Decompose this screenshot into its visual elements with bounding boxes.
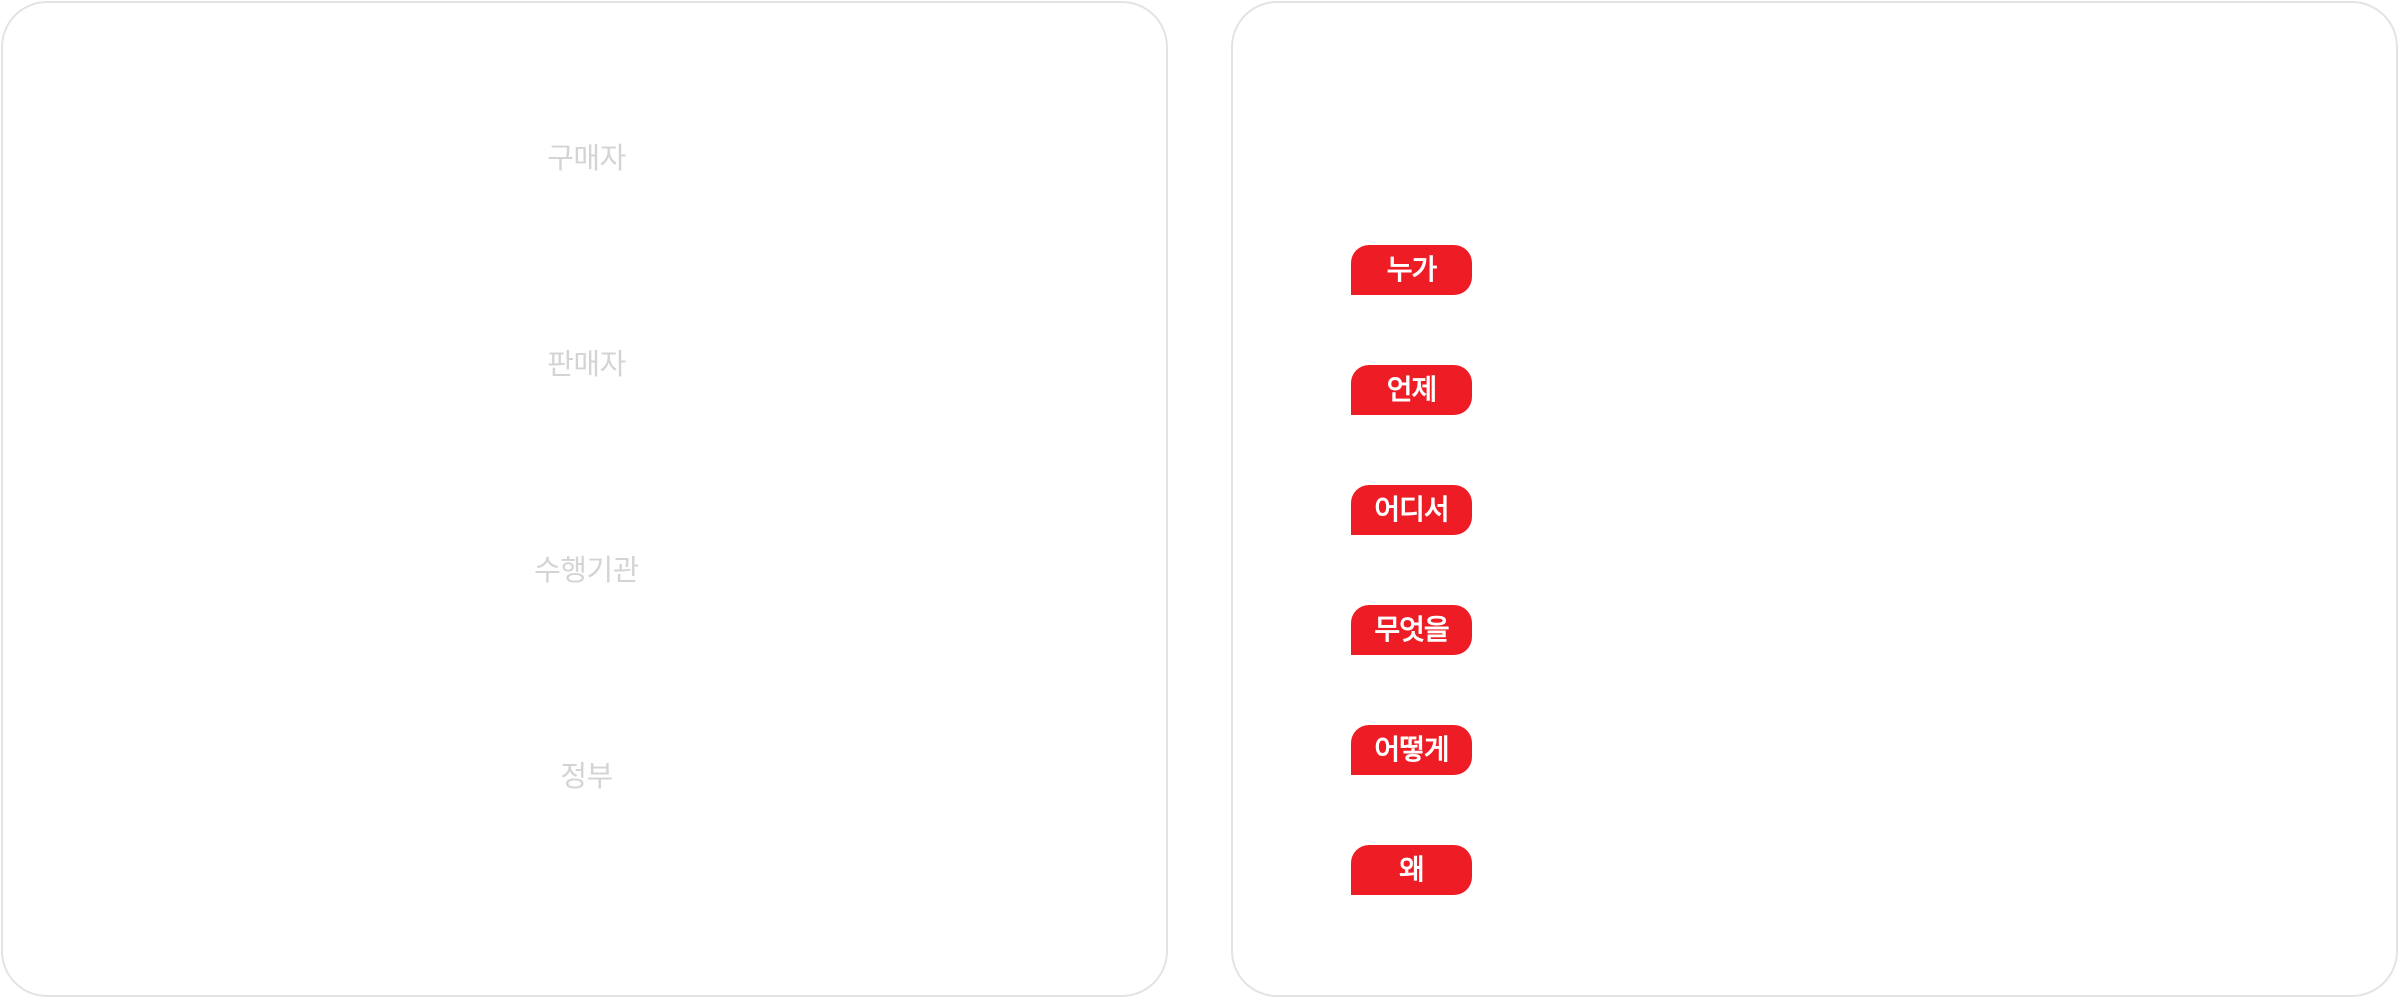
roles-panel: 구매자 판매자 수행기관 정부 (1, 1, 1168, 997)
role-label-agency: 수행기관 (534, 553, 639, 587)
role-label-buyer: 구매자 (547, 141, 626, 175)
tag-when: 언제 (1351, 365, 1472, 415)
tag-what: 무엇을 (1351, 605, 1472, 655)
tag-who: 누가 (1351, 245, 1472, 295)
tag-how: 어떻게 (1351, 725, 1472, 775)
role-label-government: 정부 (560, 759, 613, 793)
tag-why: 왜 (1351, 845, 1472, 895)
tag-where: 어디서 (1351, 485, 1472, 535)
five-w-one-h-panel: 누가 언제 어디서 무엇을 어떻게 왜 (1231, 1, 2398, 997)
role-label-seller: 판매자 (547, 347, 626, 381)
